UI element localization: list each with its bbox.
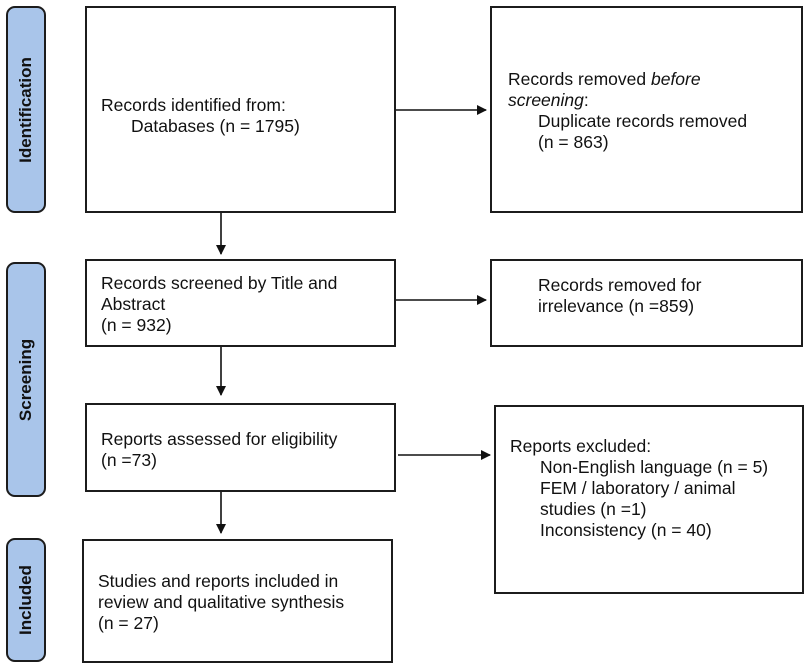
box-reports-excluded: Reports excluded: Non-English language (… <box>494 405 804 594</box>
box-studies-included: Studies and reports included in review a… <box>82 539 393 663</box>
removed-before-line-2: screening: <box>508 90 589 110</box>
box-records-screened: Records screened by Title and Abstract (… <box>85 259 396 347</box>
irrelevance-line-2: irrelevance (n =859) <box>538 296 695 316</box>
irrelevance-line-1: Records removed for <box>538 275 702 295</box>
excluded-studies-count: studies (n =1) <box>540 499 647 519</box>
assessed-line-1: Reports assessed for eligibility <box>101 429 338 449</box>
removed-before-count: (n = 863) <box>538 132 609 152</box>
screened-count: (n = 932) <box>101 315 172 335</box>
identified-databases: Databases (n = 1795) <box>131 116 300 136</box>
box-records-removed-irrelevance: Records removed for irrelevance (n =859) <box>490 259 803 347</box>
screened-line-1: Records screened by Title and <box>101 273 338 293</box>
stage-included: Included <box>6 538 46 662</box>
included-count: (n = 27) <box>98 613 159 633</box>
box-records-identified: Records identified from: Databases (n = … <box>85 6 396 213</box>
stage-screening: Screening <box>6 262 46 497</box>
box-records-removed-before: Records removed before screening: Duplic… <box>490 6 803 213</box>
screened-line-2: Abstract <box>101 294 166 314</box>
excluded-non-english: Non-English language (n = 5) <box>540 457 769 477</box>
stage-identification: Identification <box>6 6 46 213</box>
identified-line-1: Records identified from: <box>101 95 286 115</box>
removed-before-line-1: Records removed before <box>508 69 701 89</box>
included-line-2: review and qualitative synthesis <box>98 592 345 612</box>
assessed-count: (n =73) <box>101 450 157 470</box>
excluded-heading: Reports excluded: <box>510 436 652 456</box>
included-line-1: Studies and reports included in <box>98 571 339 591</box>
box-reports-assessed: Reports assessed for eligibility (n =73) <box>85 403 396 492</box>
excluded-fem-lab-animal: FEM / laboratory / animal <box>540 478 736 498</box>
excluded-inconsistency: Inconsistency (n = 40) <box>540 520 712 540</box>
removed-before-duplicates: Duplicate records removed <box>538 111 748 131</box>
